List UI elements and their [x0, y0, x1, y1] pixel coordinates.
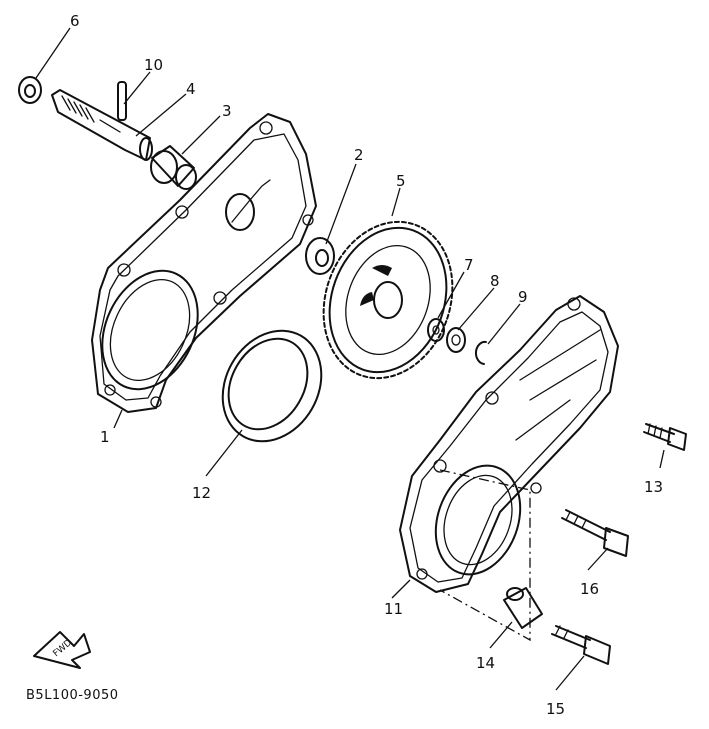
- callout-16: 16: [580, 580, 599, 598]
- part-1-left-cover: [91, 113, 317, 413]
- part-code-label: B5L100-9050: [26, 688, 119, 703]
- callout-7: 7: [464, 256, 474, 274]
- leader-lines: [35, 27, 665, 691]
- part-15-bolt: [551, 625, 611, 665]
- callout-6: 6: [70, 12, 80, 30]
- callout-5: 5: [396, 172, 406, 190]
- callout-3: 3: [222, 102, 232, 120]
- part-8-washer: [446, 327, 466, 353]
- callout-labels: 6 10 4 3 2 5 7 8 9 1 12 13 16 11 14 15: [70, 12, 663, 718]
- callout-13: 13: [644, 478, 663, 496]
- callout-9: 9: [518, 288, 528, 306]
- part-13-bolt: [643, 423, 687, 451]
- part-14-dowel: [503, 587, 543, 629]
- callout-4: 4: [186, 80, 196, 98]
- callout-8: 8: [490, 272, 500, 290]
- part-4-shaft: [51, 89, 153, 161]
- callout-12: 12: [192, 484, 211, 502]
- part-10-pin: [117, 81, 127, 121]
- callout-14: 14: [476, 654, 495, 672]
- part-2-washer: [305, 237, 335, 275]
- part-16-bolt: [561, 509, 629, 557]
- part-9-circlip: [474, 340, 487, 365]
- callout-1: 1: [100, 428, 110, 446]
- fwd-arrow-icon: FWD: [33, 631, 91, 669]
- callout-10: 10: [144, 56, 163, 74]
- part-7-washer: [427, 318, 445, 342]
- part-12-seal-ring: [221, 329, 323, 443]
- part-3-bushing: [150, 145, 197, 190]
- part-6-washer: [18, 76, 42, 104]
- callout-11: 11: [384, 600, 403, 618]
- callout-15: 15: [546, 700, 565, 718]
- fwd-label: FWD: [51, 638, 74, 659]
- callout-2: 2: [354, 146, 364, 164]
- part-11-right-cover: [399, 295, 619, 642]
- part-5-gear: [322, 220, 454, 380]
